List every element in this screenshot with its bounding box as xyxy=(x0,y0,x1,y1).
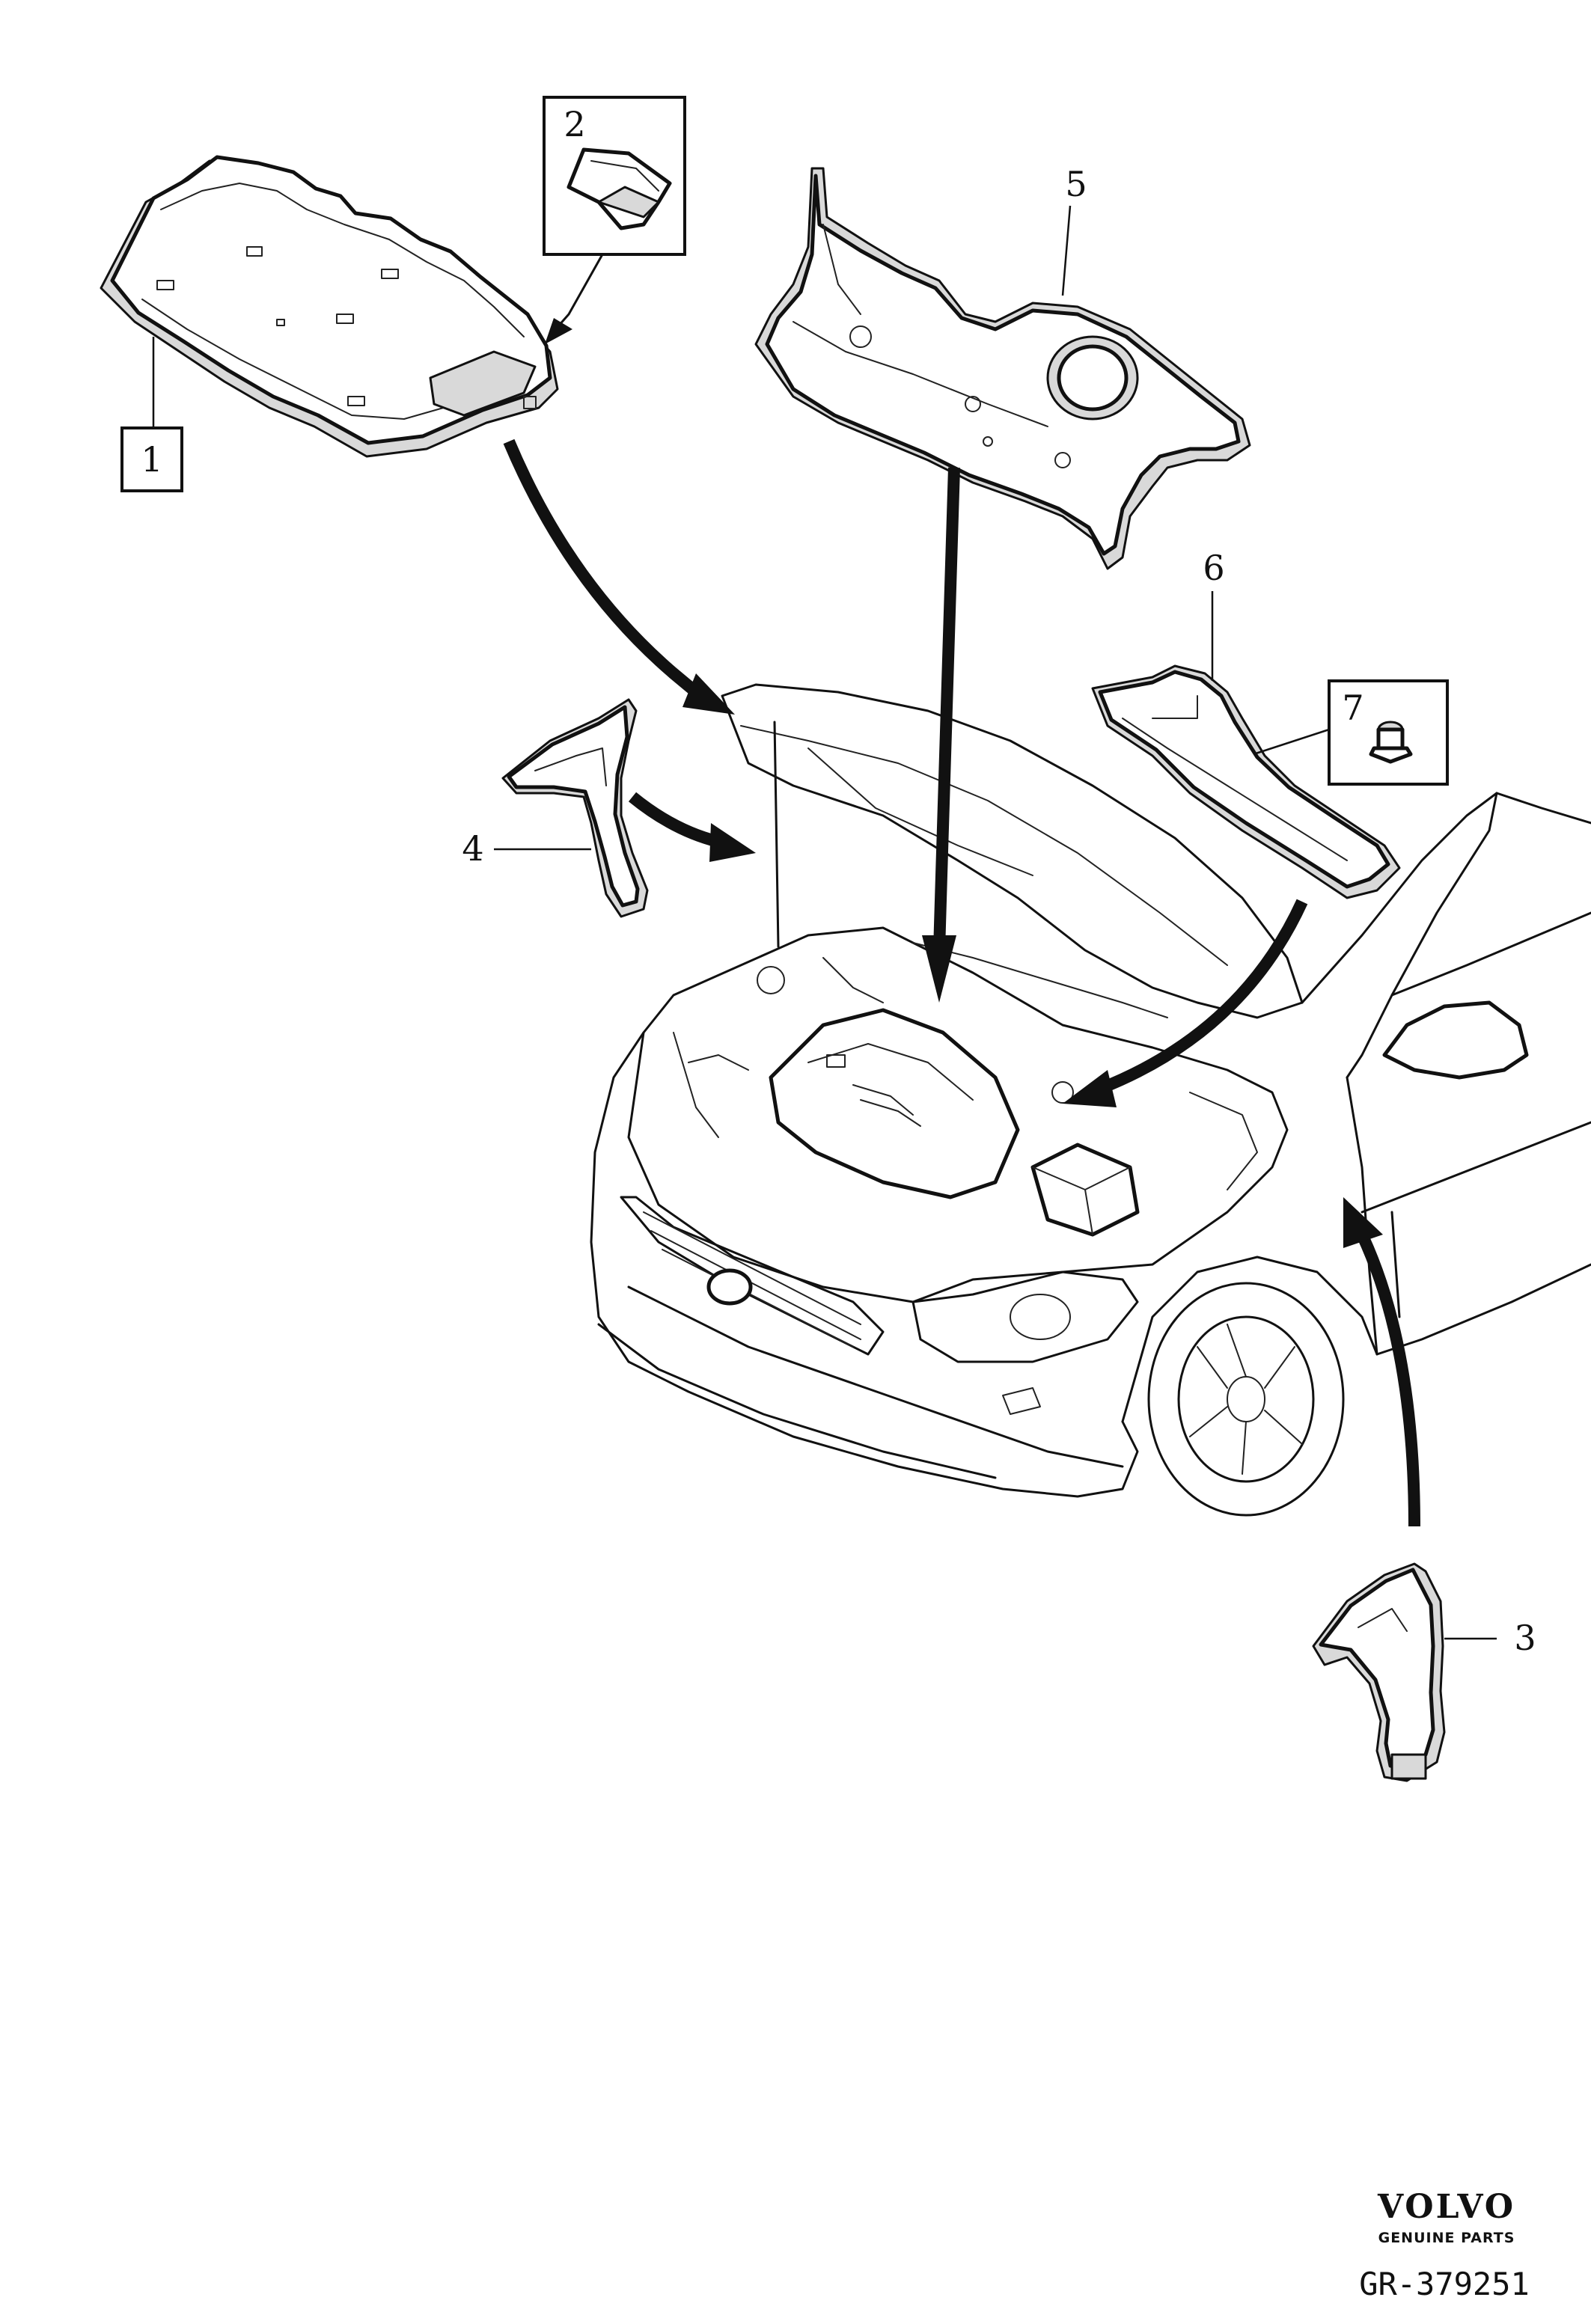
callout-4: 4 xyxy=(462,828,483,869)
callout-3: 3 xyxy=(1514,1618,1536,1658)
callout-5: 5 xyxy=(1065,164,1087,204)
callout-1: 1 xyxy=(141,439,162,480)
arrow-part-3 xyxy=(1343,1197,1420,1527)
part-1-hood-insulation-drawing xyxy=(100,155,559,458)
part-5-cowl-panel-drawing xyxy=(754,167,1251,570)
arrow-part-4 xyxy=(628,792,756,862)
part-4-left-bracket-drawing xyxy=(501,698,649,918)
part-7-clip-nut-drawing xyxy=(1369,721,1413,764)
callout-1-box xyxy=(120,426,183,492)
volvo-logo: VOLVO xyxy=(1377,2188,1516,2226)
brand-tagline: GENUINE PARTS xyxy=(1378,2230,1515,2246)
diagram-reference-code: GR-379251 xyxy=(1359,2266,1530,2302)
car-front-drawing xyxy=(590,683,1591,1517)
part-6-side-seal-drawing xyxy=(1091,664,1401,899)
arrow-part-6 xyxy=(1063,899,1308,1107)
callout-7: 7 xyxy=(1342,688,1364,728)
callout-6: 6 xyxy=(1203,548,1224,588)
arrow-part-1 xyxy=(503,438,735,715)
part-3-right-bracket-drawing xyxy=(1312,1562,1446,1782)
part-2-clip-drawing xyxy=(567,147,672,230)
callout-2: 2 xyxy=(564,104,585,144)
arrow-part-5 xyxy=(922,467,960,1003)
